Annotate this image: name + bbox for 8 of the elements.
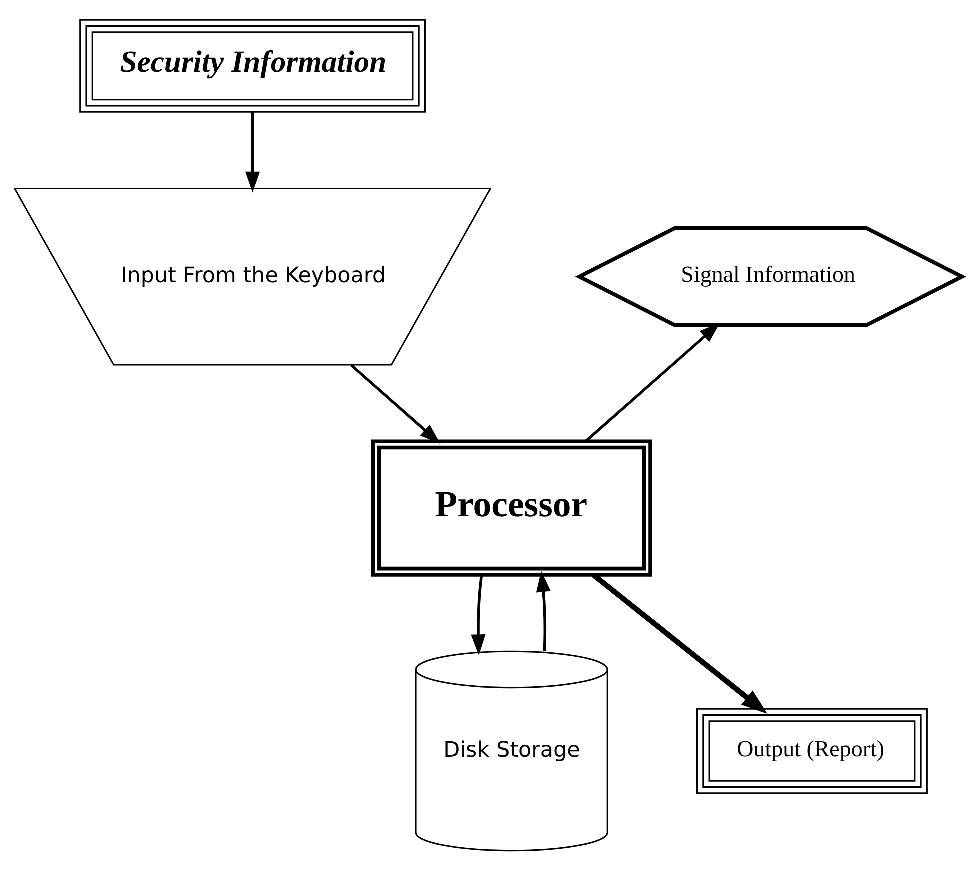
arrow — [536, 571, 551, 652]
node-box: Security Information — [80, 19, 426, 113]
node-box: Processor — [371, 440, 652, 577]
arrow — [350, 364, 441, 444]
node-box: Output (Report) — [696, 708, 928, 794]
arrow — [245, 112, 260, 193]
arrow — [471, 575, 486, 656]
arrow — [585, 322, 720, 442]
